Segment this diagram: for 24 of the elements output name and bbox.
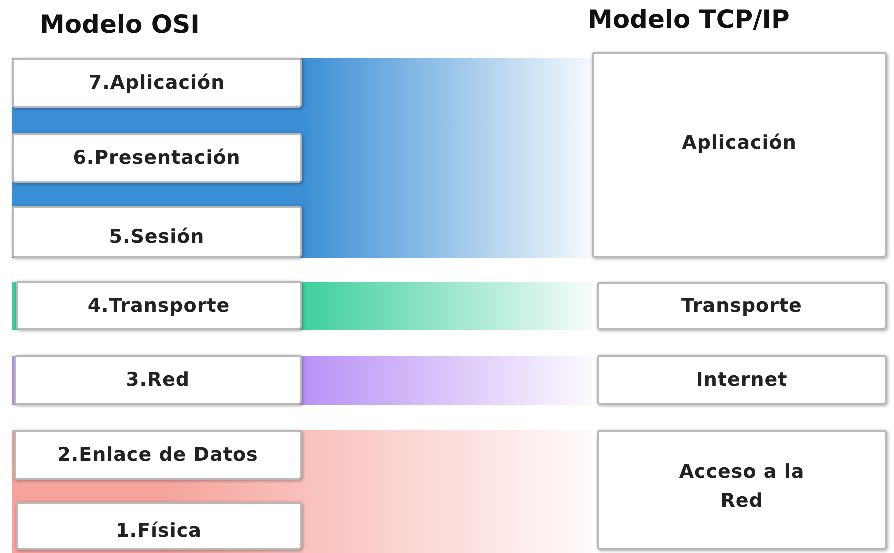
layer-name: Internet — [696, 369, 788, 391]
osi-layer-box — [14, 355, 302, 405]
osi-layer-box — [12, 133, 302, 183]
layer-name: 5.Sesión — [109, 226, 205, 248]
layer-name: 2.Enlace de Datos — [58, 444, 258, 466]
model-heading: Modelo OSI — [40, 10, 200, 39]
layer-name: 7.Aplicación — [88, 72, 226, 94]
tcp-layer-box — [592, 52, 887, 258]
tcp-layer-box — [597, 282, 887, 330]
osi-layer-box — [12, 58, 302, 108]
layer-name: Aplicación — [682, 132, 797, 154]
osi-layer-box — [16, 502, 302, 550]
tcp-layer-box — [597, 430, 887, 550]
osi-layer-box — [16, 281, 302, 330]
model-heading: Modelo TCP/IP — [588, 5, 790, 34]
osi-layer-box — [12, 206, 302, 258]
layer-name: Acceso a la Red — [678, 460, 806, 514]
layer-name: 3.Red — [126, 369, 190, 391]
layer-name: 4.Transporte — [88, 294, 230, 316]
tcp-layer-box — [597, 355, 887, 405]
layer-name: 1.Física — [116, 520, 202, 542]
layer-name: 6.Presentación — [73, 147, 241, 169]
osi-layer-box — [14, 430, 302, 480]
layer-name: Transporte — [682, 295, 802, 317]
